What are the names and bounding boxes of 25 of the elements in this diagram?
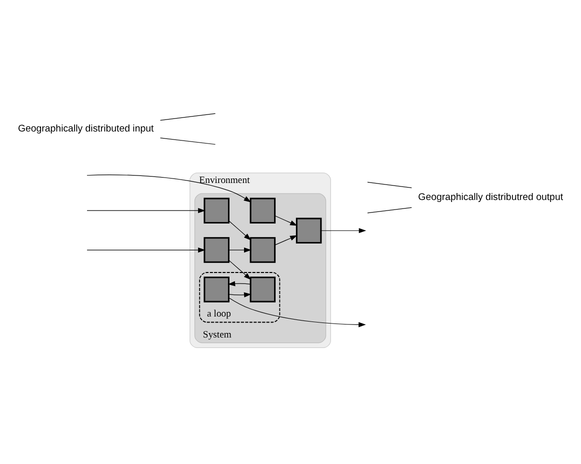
arrow (274, 214, 298, 226)
arrow (228, 292, 252, 297)
arrow (228, 280, 251, 286)
node-box (250, 236, 276, 262)
node-text: Geographically distributred output (418, 192, 564, 203)
arrow (228, 220, 252, 240)
arrow (86, 246, 206, 252)
arrow (228, 246, 252, 252)
connector (367, 181, 412, 188)
node-box (296, 217, 322, 244)
node-box (204, 276, 230, 302)
node-text: Geographically distributed input (18, 123, 154, 134)
node-box (250, 276, 276, 302)
node-box (204, 197, 230, 223)
arrow (274, 234, 298, 245)
arrow (86, 174, 252, 202)
connector (160, 137, 216, 144)
node-box (204, 236, 230, 262)
connector (367, 206, 412, 213)
arrow (228, 259, 252, 280)
arrow (228, 297, 366, 327)
arrow (86, 208, 206, 213)
arrow (320, 228, 366, 233)
node-box (250, 197, 276, 223)
connector (160, 112, 216, 120)
